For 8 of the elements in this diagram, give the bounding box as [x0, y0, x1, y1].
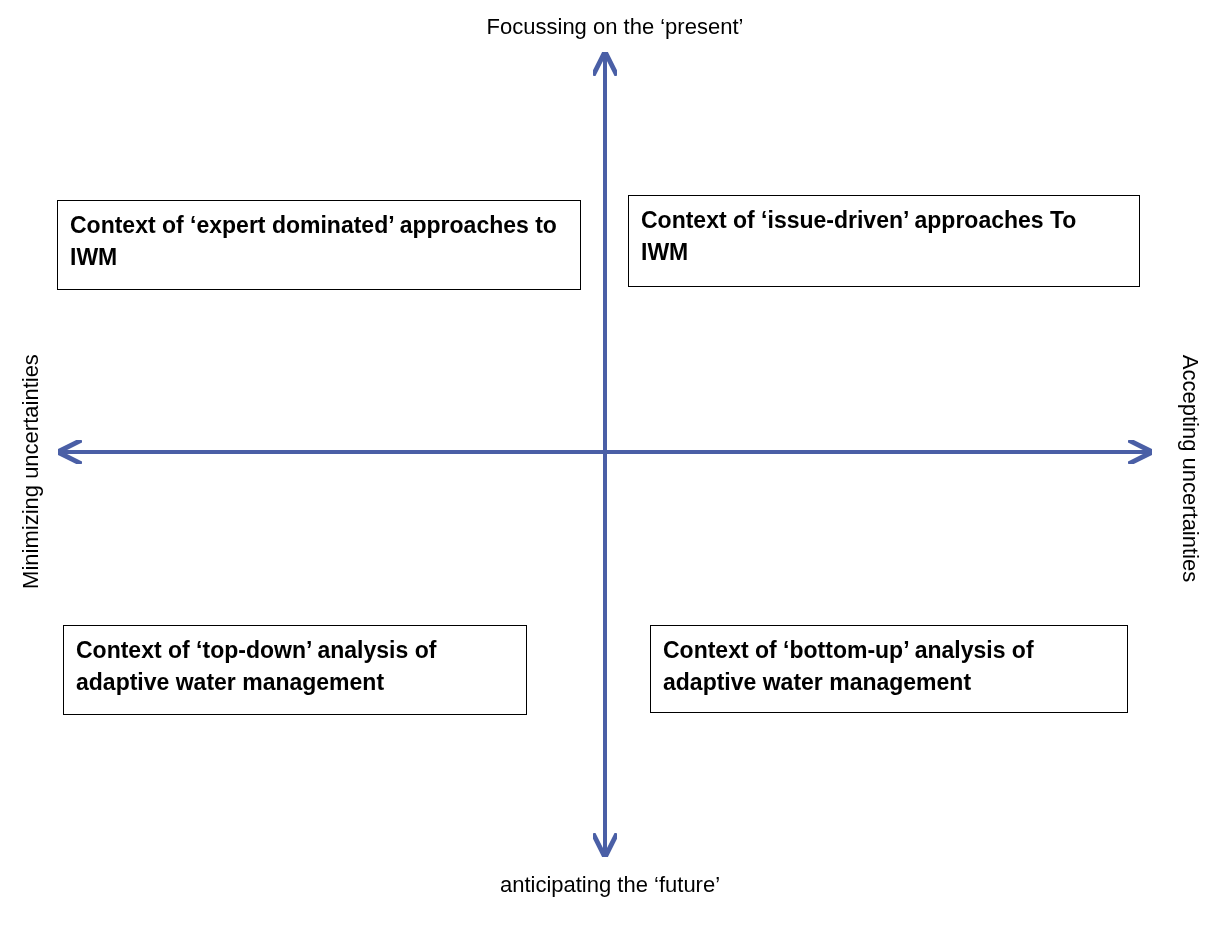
axis-label: Focussing on the ‘present’ — [485, 13, 745, 41]
axis-label: anticipating the ‘future’ — [498, 871, 722, 899]
axis-label: Minimizing uncertainties — [16, 353, 44, 591]
context-box: Context of ‘bottom-up’ analysis of adaptive water management — [650, 625, 1128, 713]
context-box: Context of ‘issue-driven’ approaches To IWM — [628, 195, 1140, 287]
axis-label: Accepting uncertainties — [1176, 353, 1204, 585]
context-box: Context of ‘top-down’ analysis of adaptive water management — [63, 625, 527, 715]
context-box: Context of ‘expert dominated’ approaches to IWM — [57, 200, 581, 290]
